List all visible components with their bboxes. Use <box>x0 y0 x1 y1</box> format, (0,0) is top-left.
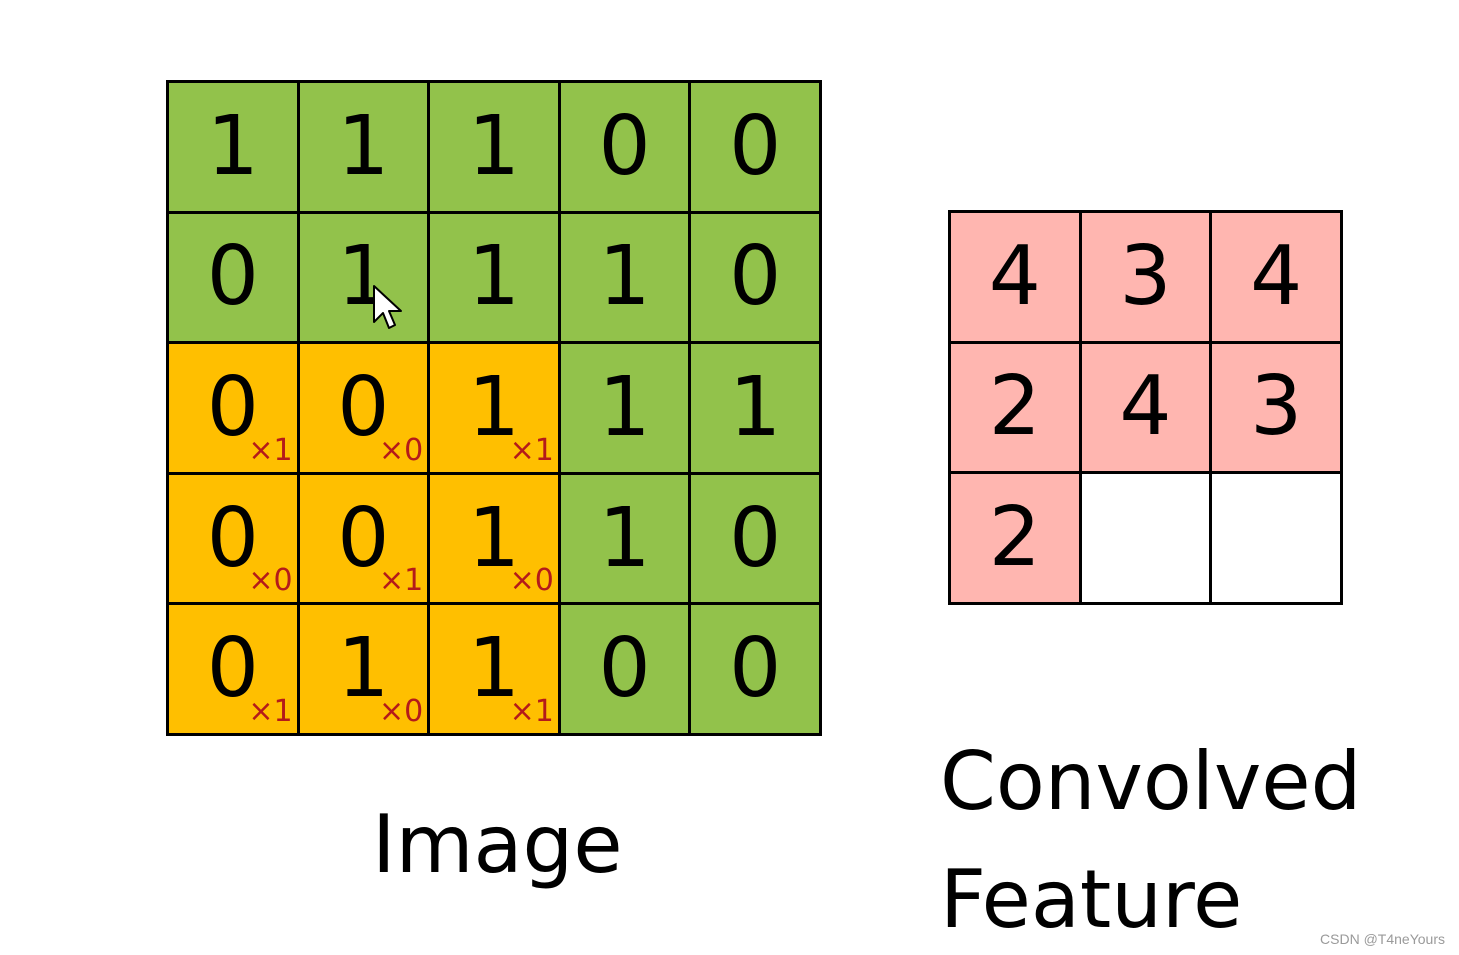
image-cell-value: 1 <box>206 98 259 194</box>
image-cell-value: 1 <box>337 98 390 194</box>
image-cell-value: 1 <box>467 621 521 717</box>
image-cell-value: 0 <box>598 621 651 717</box>
image-cell: 0×0 <box>299 344 428 472</box>
feature-cell: 4 <box>1081 343 1210 472</box>
feature-cell-value: 3 <box>1119 228 1172 324</box>
image-cell: 1 <box>299 213 428 342</box>
image-cell: 0×0 <box>169 474 297 603</box>
image-cell-value: 0 <box>729 490 782 586</box>
image-cell: 0 <box>691 474 819 603</box>
image-cell-value: 1 <box>337 621 390 717</box>
feature-cell-value: 4 <box>1119 359 1172 455</box>
image-cell: 0 <box>560 83 689 211</box>
mouse-cursor-icon <box>373 285 402 329</box>
image-cell: 1 <box>169 83 297 211</box>
feature-caption-line1: Convolved <box>940 735 1362 828</box>
feature-cell: 3 <box>1212 343 1340 472</box>
image-cell-value: 1 <box>467 359 521 455</box>
image-cell: 1 <box>560 344 689 472</box>
feature-cell: 2 <box>951 343 1079 472</box>
image-cell: 0 <box>691 605 819 733</box>
feature-cell-value: 2 <box>988 490 1041 586</box>
feature-cell-value: 2 <box>988 359 1041 455</box>
feature-cell-value: 4 <box>988 228 1041 324</box>
image-cell: 1 <box>560 213 689 342</box>
image-cell: 0 <box>560 605 689 733</box>
image-cell-value: 0 <box>206 490 259 586</box>
image-cell: 1×1 <box>430 605 558 733</box>
image-cell-value: 1 <box>598 359 651 455</box>
watermark: CSDN @T4neYours <box>1320 931 1445 947</box>
kernel-weight: ×1 <box>509 693 554 729</box>
kernel-weight: ×1 <box>509 432 554 468</box>
image-cell: 0×1 <box>169 344 297 472</box>
kernel-weight: ×0 <box>378 432 424 468</box>
feature-cell: 3 <box>1081 213 1210 341</box>
kernel-weight: ×1 <box>248 432 293 468</box>
feature-cell <box>1212 474 1340 602</box>
image-cell: 1×0 <box>299 605 428 733</box>
kernel-weight: ×0 <box>248 563 293 599</box>
image-cell: 1×0 <box>430 474 558 603</box>
feature-cell <box>1081 474 1210 602</box>
feature-cell: 4 <box>1212 213 1340 341</box>
image-cell-value: 1 <box>729 359 782 455</box>
feature-cell: 2 <box>951 474 1079 602</box>
image-cell-value: 0 <box>206 359 259 455</box>
image-cell: 1 <box>691 344 819 472</box>
image-cell: 1 <box>299 83 428 211</box>
image-cell-value: 1 <box>467 98 521 194</box>
image-cell: 0×1 <box>169 605 297 733</box>
image-cell: 0 <box>691 213 819 342</box>
image-cell-value: 0 <box>729 621 782 717</box>
image-cell: 1 <box>430 213 558 342</box>
feature-cell-value: 4 <box>1250 228 1303 324</box>
image-cell-value: 1 <box>467 490 521 586</box>
kernel-weight: ×0 <box>378 693 424 729</box>
image-cell: 1 <box>430 83 558 211</box>
image-cell-value: 0 <box>729 229 782 325</box>
image-cell: 1 <box>560 474 689 603</box>
image-cell-value: 0 <box>729 98 782 194</box>
image-cell-value: 0 <box>337 490 390 586</box>
image-cell-value: 1 <box>598 229 651 325</box>
feature-cell: 4 <box>951 213 1079 341</box>
image-cell: 0×1 <box>299 474 428 603</box>
image-cell-value: 1 <box>467 229 521 325</box>
image-cell: 0 <box>691 83 819 211</box>
kernel-weight: ×0 <box>509 563 554 599</box>
image-caption: Image <box>372 798 623 891</box>
image-cell-value: 0 <box>337 359 390 455</box>
image-cell-value: 0 <box>206 621 259 717</box>
image-cell-value: 0 <box>598 98 651 194</box>
image-cell: 0 <box>169 213 297 342</box>
kernel-weight: ×1 <box>248 693 293 729</box>
image-cell: 1×1 <box>430 344 558 472</box>
feature-caption-line2: Feature <box>940 853 1243 946</box>
image-cell-value: 1 <box>598 490 651 586</box>
kernel-weight: ×1 <box>378 563 424 599</box>
feature-cell-value: 3 <box>1250 359 1303 455</box>
image-cell-value: 0 <box>206 229 259 325</box>
